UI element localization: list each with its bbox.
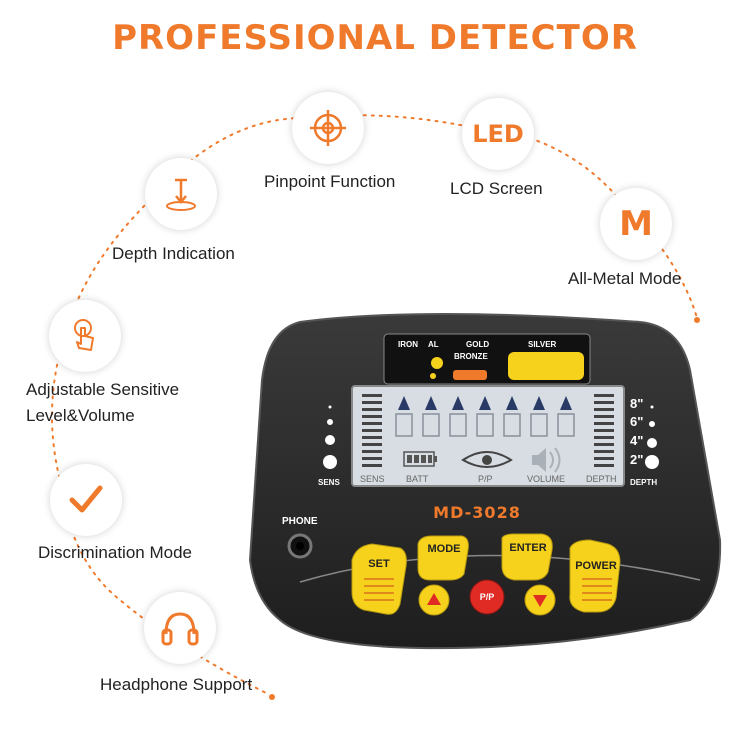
- check-icon: [69, 485, 103, 513]
- sensitivity-label-line2: Level&Volume: [26, 406, 135, 425]
- phone-jack[interactable]: [288, 534, 312, 558]
- depth-label: Depth Indication: [112, 244, 235, 263]
- sens-label: SENS: [318, 478, 340, 487]
- check-icon-circle: [50, 464, 122, 536]
- phone-label: PHONE: [282, 516, 318, 527]
- lcd-pp: P/P: [478, 474, 493, 484]
- down-button[interactable]: [525, 585, 555, 615]
- touch-icon-circle: [49, 300, 121, 372]
- headphone-label: Headphone Support: [100, 675, 253, 694]
- depth-icon-circle: [145, 158, 217, 230]
- lcd-depth: DEPTH: [586, 474, 617, 484]
- page-title: PROFESSIONAL DETECTOR: [112, 18, 638, 58]
- lcd-volume: VOLUME: [527, 474, 566, 484]
- panel-gold: GOLD: [466, 340, 490, 349]
- allmetal-label: All-Metal Mode: [568, 269, 682, 288]
- pinpoint-label: Pinpoint Function: [264, 172, 396, 191]
- sensitivity-label-line1: Adjustable Sensitive: [26, 380, 180, 399]
- depth-mark-2: 2": [630, 452, 644, 467]
- panel-al: AL: [428, 340, 439, 349]
- pinpoint-button[interactable]: P/P: [479, 592, 495, 602]
- depth-mark-6: 6": [630, 414, 644, 429]
- headphone-icon: [161, 612, 199, 646]
- m-icon: M: [600, 188, 672, 260]
- depth-scale-label: DEPTH: [630, 478, 658, 487]
- discrimination-label: Discrimination Mode: [38, 543, 192, 562]
- panel-bronze: BRONZE: [454, 352, 488, 361]
- panel-silver: SILVER: [528, 340, 557, 349]
- set-button[interactable]: SET: [368, 558, 390, 570]
- led-icon: LED: [462, 98, 534, 170]
- model-name: MD-3028: [433, 503, 521, 522]
- headphone-icon-circle: [144, 592, 216, 664]
- crosshair-icon: [310, 110, 346, 146]
- enter-button[interactable]: ENTER: [509, 542, 547, 554]
- lcd-sens: SENS: [360, 474, 385, 484]
- up-button[interactable]: [419, 585, 449, 615]
- lcd-label: LCD Screen: [450, 179, 543, 198]
- mode-button[interactable]: MODE: [427, 543, 461, 555]
- lcd-batt: BATT: [406, 474, 429, 484]
- panel-iron: IRON: [398, 340, 418, 349]
- touch-icon: [74, 319, 94, 351]
- depth-mark-8: 8": [630, 396, 644, 411]
- depth-mark-4: 4": [630, 433, 644, 448]
- power-button[interactable]: POWER: [575, 560, 617, 572]
- pinpoint-icon-circle: [292, 92, 364, 164]
- depth-icon: [166, 178, 196, 211]
